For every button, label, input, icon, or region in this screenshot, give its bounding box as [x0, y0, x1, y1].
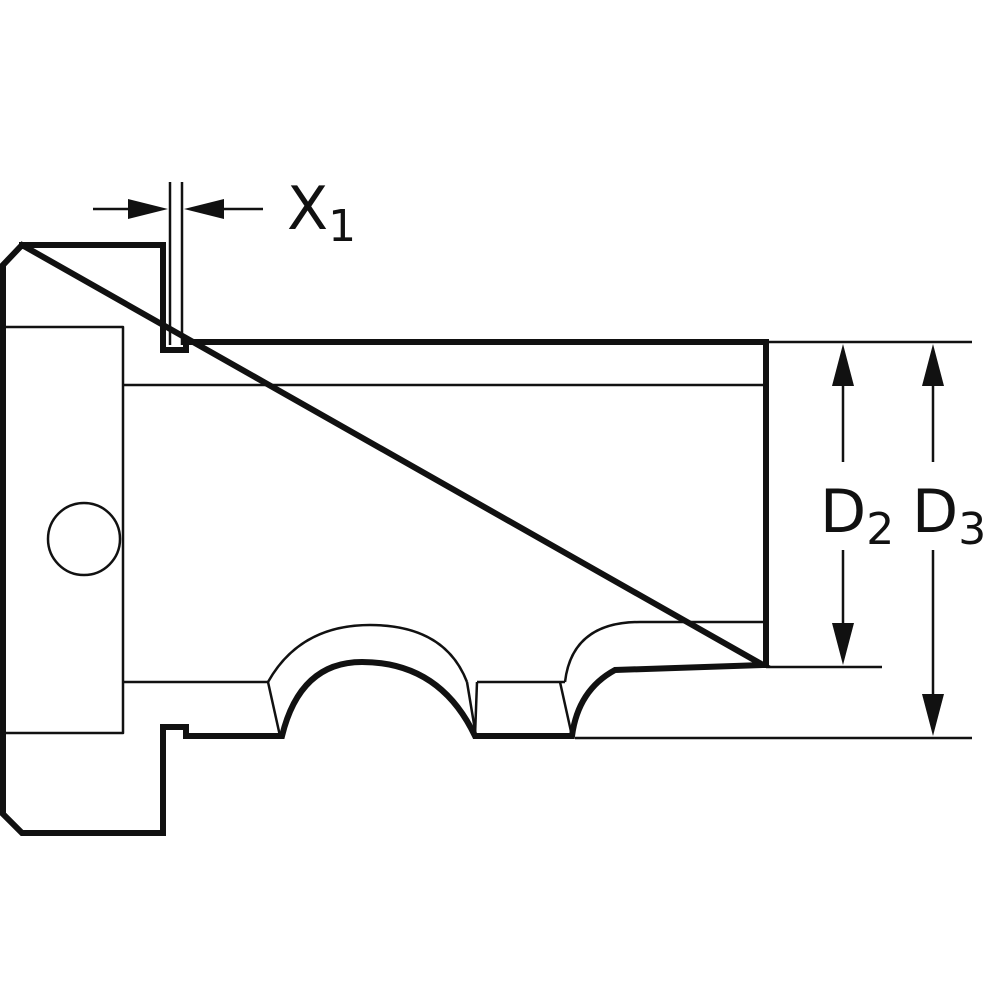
d2-label: D2	[820, 477, 894, 555]
x1-arrow-right-head	[184, 199, 224, 219]
d3-label-main: D	[912, 477, 958, 547]
x1-arrow-left-head	[128, 199, 168, 219]
x1-label-sub: 1	[328, 201, 356, 252]
x1-label-main: X	[287, 174, 328, 244]
groove-mid-left-edge	[473, 681, 479, 737]
d3-label-sub: 3	[958, 504, 986, 555]
d3-arrow-top	[922, 344, 944, 386]
part-outline	[0, 241, 774, 836]
d2-arrow-bottom	[832, 623, 854, 665]
groove-mid-right-edge	[558, 681, 574, 737]
x1-label: X1	[287, 174, 356, 252]
d3-arrow-bottom	[922, 694, 944, 736]
groove-outer-arc	[266, 623, 469, 683]
pin-hole	[46, 501, 122, 577]
d2-arrow-top	[832, 344, 854, 386]
groove-right-flank	[563, 620, 763, 683]
head-inner-rect	[1, 325, 125, 735]
d3-label: D3	[912, 477, 986, 555]
groove-left-edge	[266, 681, 282, 737]
d2-label-main: D	[820, 477, 866, 547]
d2-label-sub: 2	[866, 504, 894, 555]
